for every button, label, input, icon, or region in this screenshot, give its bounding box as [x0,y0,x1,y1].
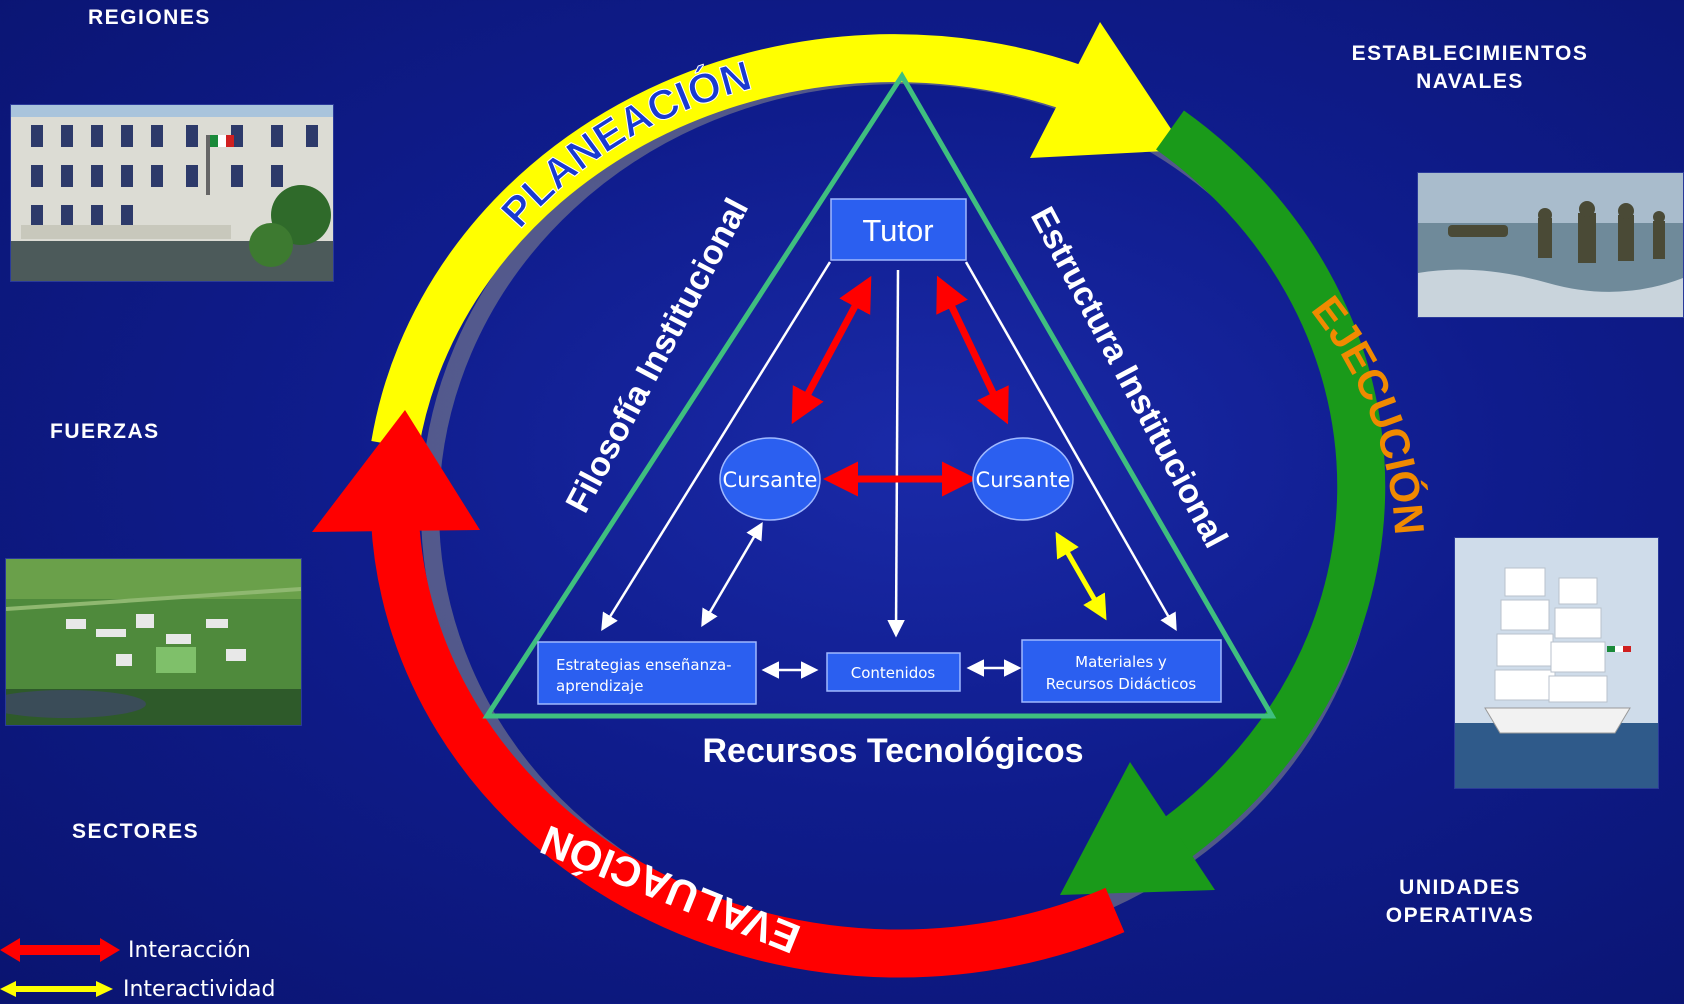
recursos-tecnologicos-label: Recursos Tecnológicos [702,732,1083,770]
cursante-right-node [972,437,1074,521]
evaluacion-arrowhead [312,410,480,532]
evaluacion-label-group: EVALUACIÓN [534,816,807,963]
label-fuerzas: FUERZAS [50,420,160,443]
contenidos-box [826,652,961,692]
tutor-cursante-right-arrow [936,275,1009,425]
planeacion-arc [371,34,1089,450]
label-unidades-line1: UNIDADES [1399,876,1521,899]
label-unidades-operativas: UNIDADES OPERATIVAS [1360,874,1560,930]
planeacion-arrowhead [1030,22,1185,158]
legend-interactividad-label: Interactividad [123,976,276,1002]
cursante-right-label: Cursante [976,468,1071,492]
cursante-materiales-arrow [1055,531,1107,621]
tall-ship-photo [1454,537,1659,789]
materiales-label-line1: Materiales y [1075,653,1167,671]
label-establecimientos-line2: NAVALES [1416,70,1524,93]
label-sectores: SECTORES [72,820,200,843]
materiales-box [1021,639,1222,703]
label-establecimientos-navales: ESTABLECIMIENTOS NAVALES [1340,40,1600,96]
cursante-left-label: Cursante [723,468,818,492]
contenidos-label: Contenidos [851,664,936,682]
tutor-label: Tutor [862,213,933,248]
legend-interaccion-label: Interacción [128,937,251,963]
marines-beach-photo [1417,172,1684,318]
materiales-label-line2: Recursos Didácticos [1046,675,1197,693]
label-establecimientos-line1: ESTABLECIMIENTOS [1351,42,1589,65]
evaluacion-label: EVALUACIÓN [534,816,807,963]
estrategias-label-line1: Estrategias enseñanza- [556,656,732,674]
ejecucion-arrowhead [1060,762,1215,895]
ejecucion-arc [1146,110,1386,870]
institutional-triangle [482,71,1277,719]
legend-interaccion-swatch [0,938,120,962]
estrategias-label-line2: aprendizaje [556,677,643,695]
estrategias-box [537,641,757,705]
tutor-cursante-left-arrow [791,275,872,425]
cursante-estrategias-line [701,521,763,628]
tutor-to-contenidos-line [887,269,905,638]
legend-interactividad: Interactividad [0,974,276,1004]
legend-interaccion: Interacción [0,935,251,965]
tutor-box [830,198,967,261]
label-regiones: REGIONES [88,6,211,29]
building-photo [10,104,334,282]
aerial-base-photo [5,558,302,726]
cursante-left-node [719,437,821,521]
legend-interactividad-swatch [0,981,113,997]
label-unidades-line2: OPERATIVAS [1385,904,1535,927]
evaluacion-arc [371,518,1125,978]
